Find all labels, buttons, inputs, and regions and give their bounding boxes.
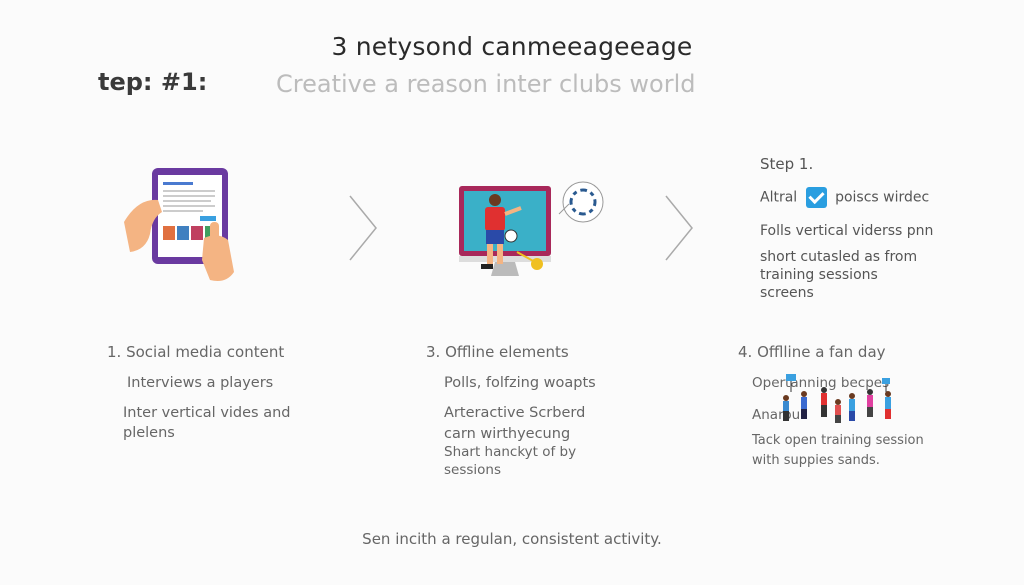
step-panel-line: training sessions	[760, 267, 878, 283]
checkbox[interactable]	[805, 187, 827, 208]
step-panel-title: Step 1.	[760, 155, 814, 173]
column-1: 1. Social media content Interviews a pla…	[107, 343, 347, 443]
list-item: plelens	[123, 425, 175, 441]
list-item: Polls, folfzing woapts	[444, 375, 596, 391]
page-subtitle: Creative a reason inter clubs world	[276, 70, 696, 98]
column-heading: 1. Social media content	[107, 343, 285, 361]
step-panel-text: Altral	[760, 189, 798, 206]
step-label: tep: #1:	[98, 68, 208, 96]
column-2: 3. Offline elements Polls, folfzing woap…	[426, 343, 666, 479]
list-item: with suppies sands.	[752, 453, 880, 468]
list-item: Arteractive Scrberd	[444, 405, 586, 421]
fans-group-icon	[776, 372, 906, 428]
step-panel-line: Folls vertical viderss pnn	[760, 223, 934, 239]
list-item: Tack open training session	[752, 433, 924, 448]
list-item: carn wirthyecung	[444, 426, 571, 442]
step-panel-line: Altral poiscs wirdec	[760, 187, 980, 208]
list-item: sessions	[444, 462, 502, 478]
page-title: 3 netysond canmeeageeage	[331, 32, 693, 61]
column-heading: 3. Offline elements	[426, 343, 569, 361]
chevron-right-icon	[660, 188, 700, 268]
step-panel-line: short cutasled as from	[760, 249, 918, 265]
footer-text: Sen incith a regulan, consistent activit…	[362, 530, 662, 548]
tablet-hand-icon	[118, 160, 248, 290]
list-item: Interviews a players	[127, 375, 274, 391]
list-item: Shart hanckyt of by	[444, 444, 577, 460]
list-item: Inter vertical vides and	[123, 405, 291, 421]
step-panel-line: screens	[760, 285, 814, 301]
column-heading: 4. Offlline a fan day	[738, 343, 886, 361]
step-panel: Step 1. Altral poiscs wirdec Folls verti…	[760, 155, 980, 302]
list-item: Anarour	[752, 407, 806, 423]
chevron-right-icon	[344, 188, 384, 268]
monitor-player-icon	[455, 180, 615, 290]
step-panel-text: poiscs wirdec	[835, 189, 930, 206]
column-3: 4. Offlline a fan day Opertanning becpes…	[738, 343, 988, 471]
